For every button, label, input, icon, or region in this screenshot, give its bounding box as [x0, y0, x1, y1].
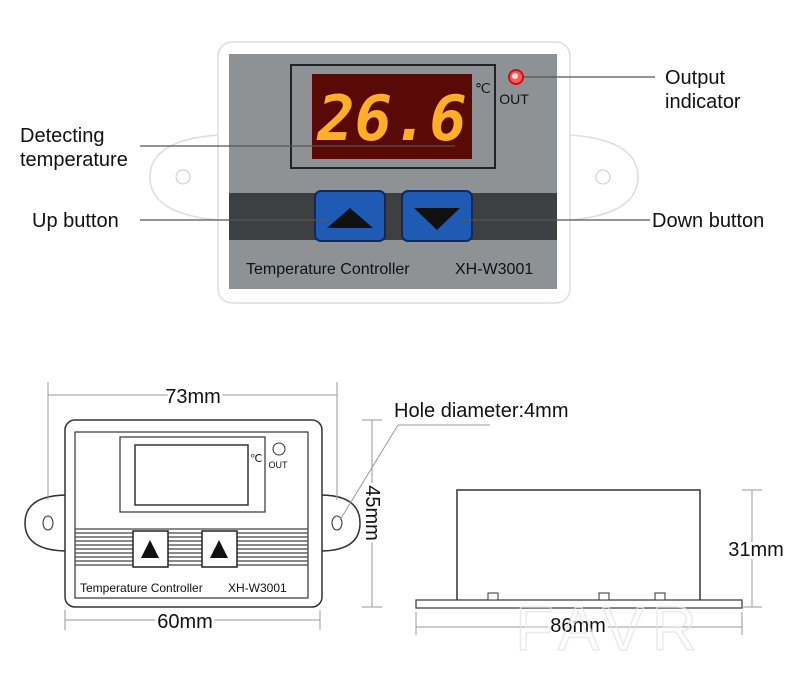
- up-button[interactable]: [314, 190, 386, 242]
- side-dimension-drawing: 31mm 86mm FAVR: [415, 489, 787, 665]
- detecting-temperature-callout-line2: temperature: [20, 149, 128, 171]
- led-display: [312, 74, 472, 159]
- up-arrow-icon: [210, 540, 228, 558]
- front-dimension-drawing: ℃ OUT Temperature Controller XH-W3001 73…: [24, 382, 569, 636]
- out-label: OUT: [269, 460, 289, 470]
- down-button-callout: Down button: [652, 210, 764, 232]
- down-button[interactable]: [401, 190, 473, 242]
- height-31mm: 31mm: [728, 539, 784, 561]
- mount-hole-icon: [595, 169, 611, 185]
- callouts: Detecting temperature Up button Down but…: [20, 67, 764, 232]
- up-arrow-icon: [327, 208, 373, 228]
- length-86mm: 86mm: [550, 615, 606, 637]
- panel-label: Temperature Controller: [80, 581, 203, 595]
- model-label: XH-W3001: [455, 261, 533, 278]
- celsius-unit: ℃: [475, 80, 491, 96]
- hole-icon: [331, 515, 343, 531]
- detecting-temperature-callout: Detecting: [20, 125, 105, 147]
- up-arrow-icon: [141, 540, 159, 558]
- panel-label: Temperature Controller: [246, 261, 410, 278]
- height-45mm: 45mm: [361, 485, 383, 541]
- width-60mm: 60mm: [157, 611, 213, 633]
- output-indicator-callout: Output: [665, 67, 725, 89]
- celsius-unit: ℃: [250, 453, 262, 465]
- button-strip: [229, 193, 557, 240]
- temperature-readout: 26.6: [316, 82, 466, 155]
- display-frame: [290, 64, 496, 169]
- hole-icon: [42, 515, 54, 531]
- model-label: XH-W3001: [228, 581, 287, 595]
- out-label: OUT: [499, 91, 529, 107]
- width-73mm: 73mm: [165, 386, 221, 408]
- watermark: FAVR: [515, 595, 704, 664]
- output-indicator-callout-line2: indicator: [665, 91, 741, 113]
- controller-photo: 26.6 ℃ OUT Temperature Controller XH-W30…: [149, 41, 639, 304]
- down-arrow-icon: [414, 208, 460, 230]
- up-button-callout: Up button: [32, 210, 119, 232]
- hole-diameter-label: Hole diameter:4mm: [394, 400, 569, 422]
- mount-hole-icon: [175, 169, 191, 185]
